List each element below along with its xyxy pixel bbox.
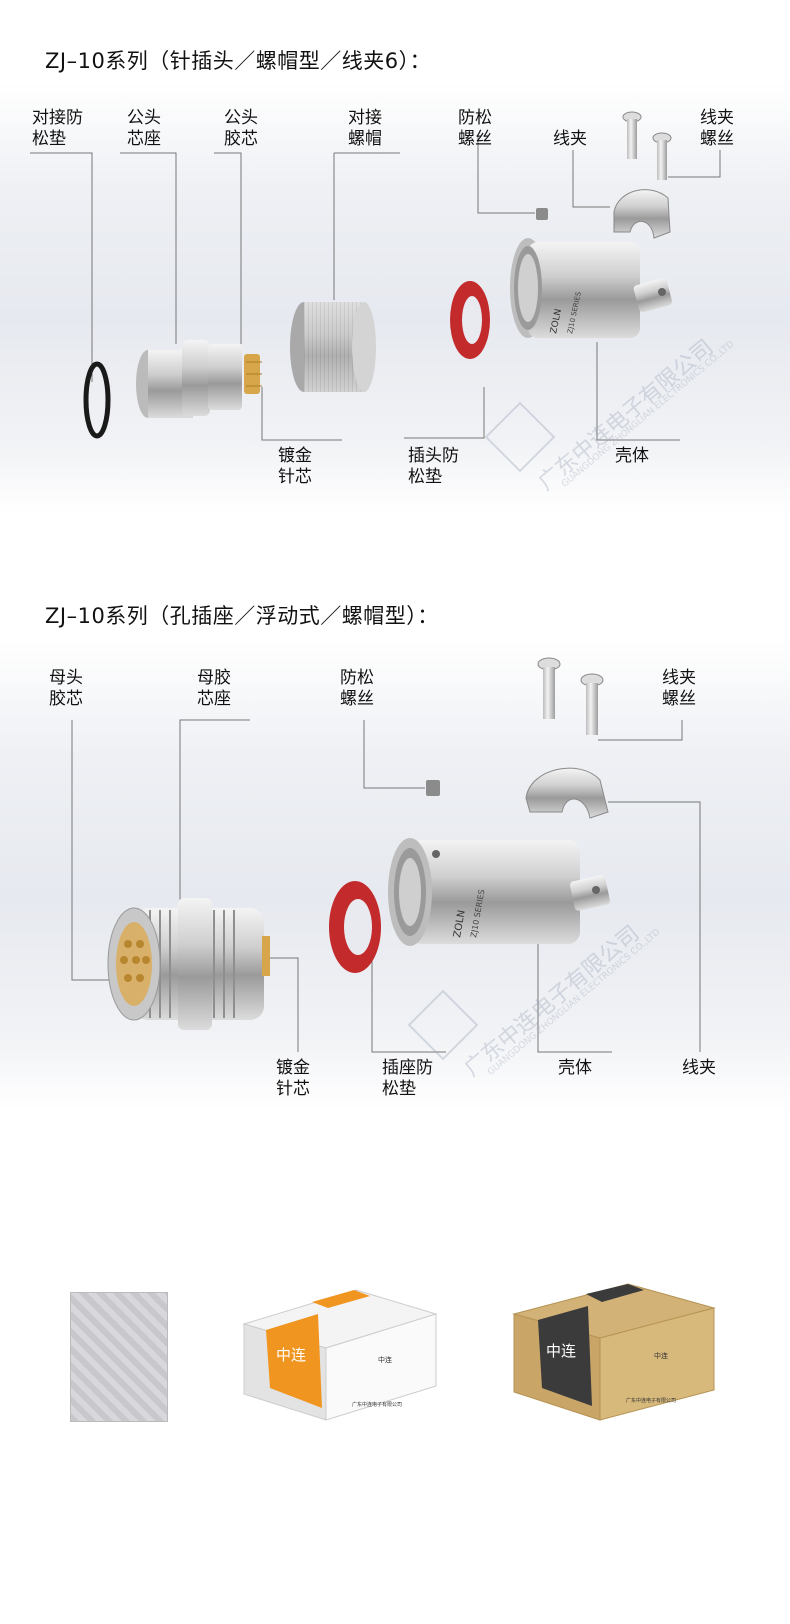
- label-housing: 壳体: [615, 446, 649, 466]
- socket-parts-illustration: ZOLN ZJ10 SERIES: [107, 657, 610, 1030]
- label-female-core-seat: 母胶芯座: [197, 668, 231, 709]
- leader-lines-socket: [71, 719, 701, 1053]
- clamp-screws-2: [537, 657, 604, 735]
- label-anti-loose-screw: 防松螺丝: [458, 108, 492, 149]
- label-cable-clamp-2: 线夹: [682, 1058, 716, 1078]
- label-gold-pin-2: 镀金针芯: [276, 1058, 310, 1099]
- label-coupling-nut: 对接螺帽: [348, 108, 382, 149]
- housing-shell: [528, 242, 640, 338]
- packaging-white-box: 中连 中连 广东中连电子有限公司: [242, 1289, 438, 1421]
- panel-plug-exploded: 对接防松垫 公头芯座 公头胶芯 对接螺帽 防松螺丝 线夹 线夹螺丝 镀金针芯 插…: [0, 82, 790, 512]
- kraft-box-brand: 中连: [546, 1342, 576, 1360]
- label-female-insulator: 母头胶芯: [49, 668, 83, 709]
- packaging-pouch: [70, 1292, 168, 1422]
- label-male-insulator: 公头胶芯: [224, 108, 258, 149]
- label-anti-loose-washer: 对接防松垫: [32, 108, 83, 149]
- cable-clamp-part-2: [525, 767, 609, 819]
- white-box-company: 广东中连电子有限公司: [352, 1401, 402, 1408]
- set-screw-2: [426, 780, 440, 796]
- cable-clamp-part: [613, 189, 671, 239]
- plug-parts-illustration: ZOLN ZJ10 SERIES: [83, 111, 673, 439]
- label-plug-anti-loose-pad: 插头防松垫: [408, 446, 459, 487]
- kraft-box-small-brand: 中连: [654, 1351, 668, 1360]
- label-clamp-screw: 线夹螺丝: [700, 108, 734, 149]
- leader-lines-plug: [30, 135, 721, 441]
- panel-socket-exploded: 母头胶芯 母胶芯座 防松螺丝 线夹螺丝 镀金针芯 插座防松垫 壳体 线夹: [0, 640, 790, 1110]
- white-box-brand: 中连: [276, 1346, 306, 1364]
- gold-pins-2: [262, 936, 270, 976]
- label-socket-anti-loose-pad: 插座防松垫: [382, 1058, 433, 1099]
- female-insulator: [116, 922, 152, 1006]
- white-box-small-brand: 中连: [378, 1355, 392, 1364]
- kraft-box-company: 广东中连电子有限公司: [626, 1397, 676, 1404]
- label-cable-clamp: 线夹: [553, 129, 587, 149]
- packaging-kraft-box: 中连 中连 广东中连电子有限公司: [512, 1283, 716, 1421]
- label-gold-pin: 镀金针芯: [278, 446, 312, 487]
- clamp-screws: [622, 111, 672, 180]
- label-male-core-seat: 公头芯座: [127, 108, 161, 149]
- o-ring: [83, 361, 111, 439]
- housing-brand-mark-2: ZOLN: [452, 909, 468, 938]
- section-title-plug: ZJ–10系列（针插头／螺帽型／线夹6）：: [45, 49, 432, 73]
- packaging-row: 中连 中连 广东中连电子有限公司 中连 中连 广东中连电子有限公司: [0, 1270, 790, 1470]
- label-anti-loose-screw-2: 防松螺丝: [340, 668, 374, 709]
- label-clamp-screw-2: 线夹螺丝: [662, 668, 696, 709]
- section-title-socket: ZJ–10系列（孔插座／浮动式／螺帽型）：: [45, 604, 439, 628]
- set-screw: [536, 208, 548, 220]
- label-housing-2: 壳体: [558, 1058, 592, 1078]
- housing-shell-2: [410, 840, 580, 944]
